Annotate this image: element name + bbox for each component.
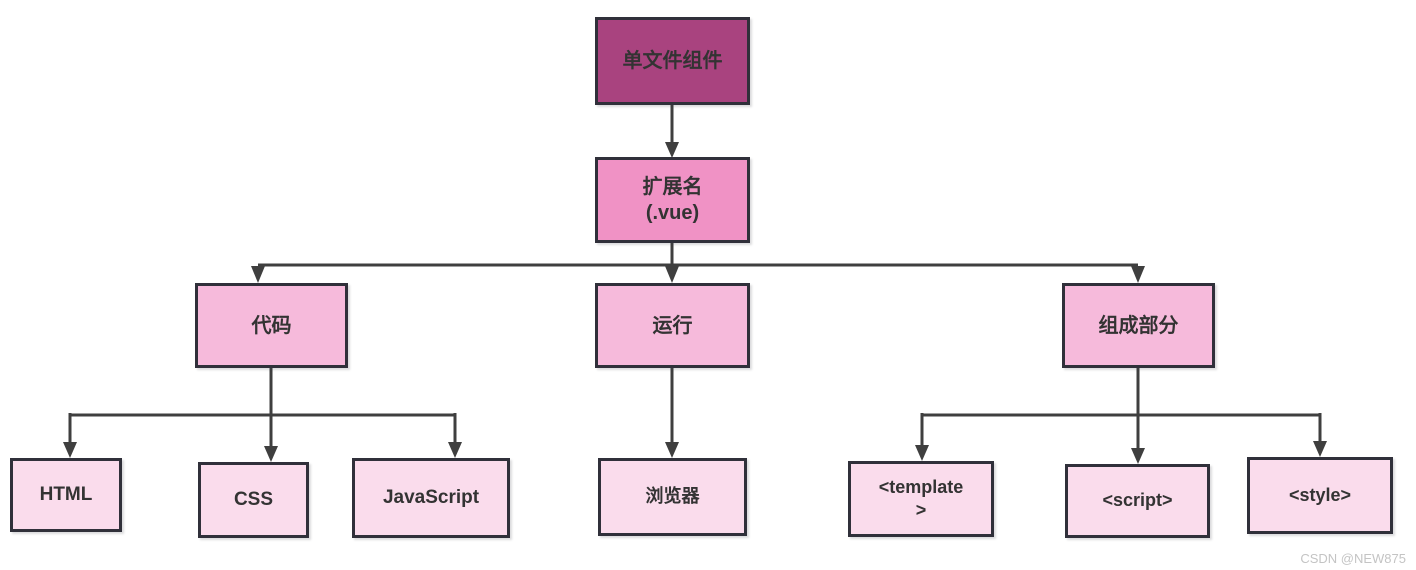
- node-label-line: (.vue): [645, 202, 700, 224]
- node-label-line: CSS: [233, 488, 274, 510]
- node-css: CSS: [198, 462, 309, 538]
- node-label-line: 组成部分: [1098, 314, 1179, 337]
- node-single-file-component: 单文件组件: [595, 17, 750, 105]
- node-browser: 浏览器: [598, 458, 747, 536]
- node-label-line: <style>: [1288, 484, 1352, 505]
- node-template-tag: <template >: [848, 461, 994, 537]
- node-label-line: HTML: [39, 483, 93, 505]
- node-script-tag: <script>: [1065, 464, 1210, 538]
- node-label-line: 扩展名: [642, 176, 703, 198]
- node-components: 组成部分: [1062, 283, 1215, 368]
- node-label-line: JavaScript: [382, 486, 480, 508]
- node-label-line: <template: [878, 476, 964, 497]
- node-label-line: 单文件组件: [622, 50, 723, 72]
- node-run: 运行: [595, 283, 750, 368]
- node-style-tag: <style>: [1247, 457, 1393, 534]
- node-label-line: <script>: [1102, 490, 1173, 511]
- node-label-line: 代码: [251, 314, 292, 337]
- csdn-watermark: CSDN @NEW875: [1300, 551, 1406, 566]
- node-label-line: 运行: [652, 314, 693, 337]
- node-html: HTML: [10, 458, 122, 532]
- node-label-line: >: [915, 500, 927, 520]
- node-code: 代码: [195, 283, 348, 368]
- node-label-line: 浏览器: [645, 486, 700, 507]
- node-javascript: JavaScript: [352, 458, 510, 538]
- node-extension-vue: 扩展名 (.vue): [595, 157, 750, 243]
